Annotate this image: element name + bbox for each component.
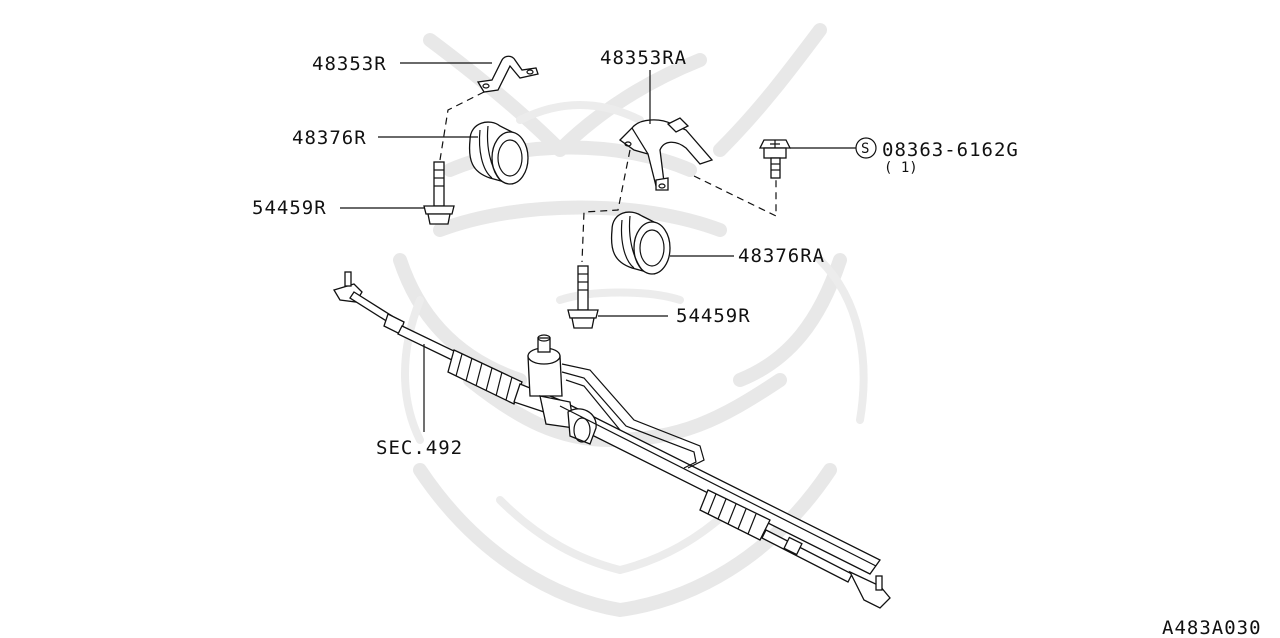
clamp-48353r[interactable] [476,55,539,93]
steering-rack-assembly[interactable] [333,271,891,609]
dash-48353ra-bolt [581,149,631,263]
bushing-48376ra[interactable] [610,211,671,275]
label-54459r-left[interactable]: 54459R [252,197,327,219]
s-symbol-icon [855,137,877,159]
dash-48353r [439,91,485,161]
bolt-54459r-right[interactable] [567,265,599,329]
label-48353r[interactable]: 48353R [312,53,387,75]
clamp-48353ra[interactable] [618,117,714,191]
label-48376ra[interactable]: 48376RA [738,245,825,267]
screw-08363-6162g[interactable] [758,139,792,179]
label-sec492[interactable]: SEC.492 [376,437,463,459]
s-symbol-letter: S [861,141,869,157]
qty-08363-6162g: ( 1) [884,160,918,176]
label-54459r-right[interactable]: 54459R [676,305,751,327]
label-48353ra[interactable]: 48353RA [600,47,687,69]
label-48376r[interactable]: 48376R [292,127,367,149]
bolt-54459r-left[interactable] [423,161,455,225]
label-08363-6162g[interactable]: 08363-6162G [882,139,1019,161]
bushing-48376r[interactable] [468,121,529,185]
diagram-code: A483A030 [1162,617,1262,638]
dash-48353ra-screw [693,175,777,217]
